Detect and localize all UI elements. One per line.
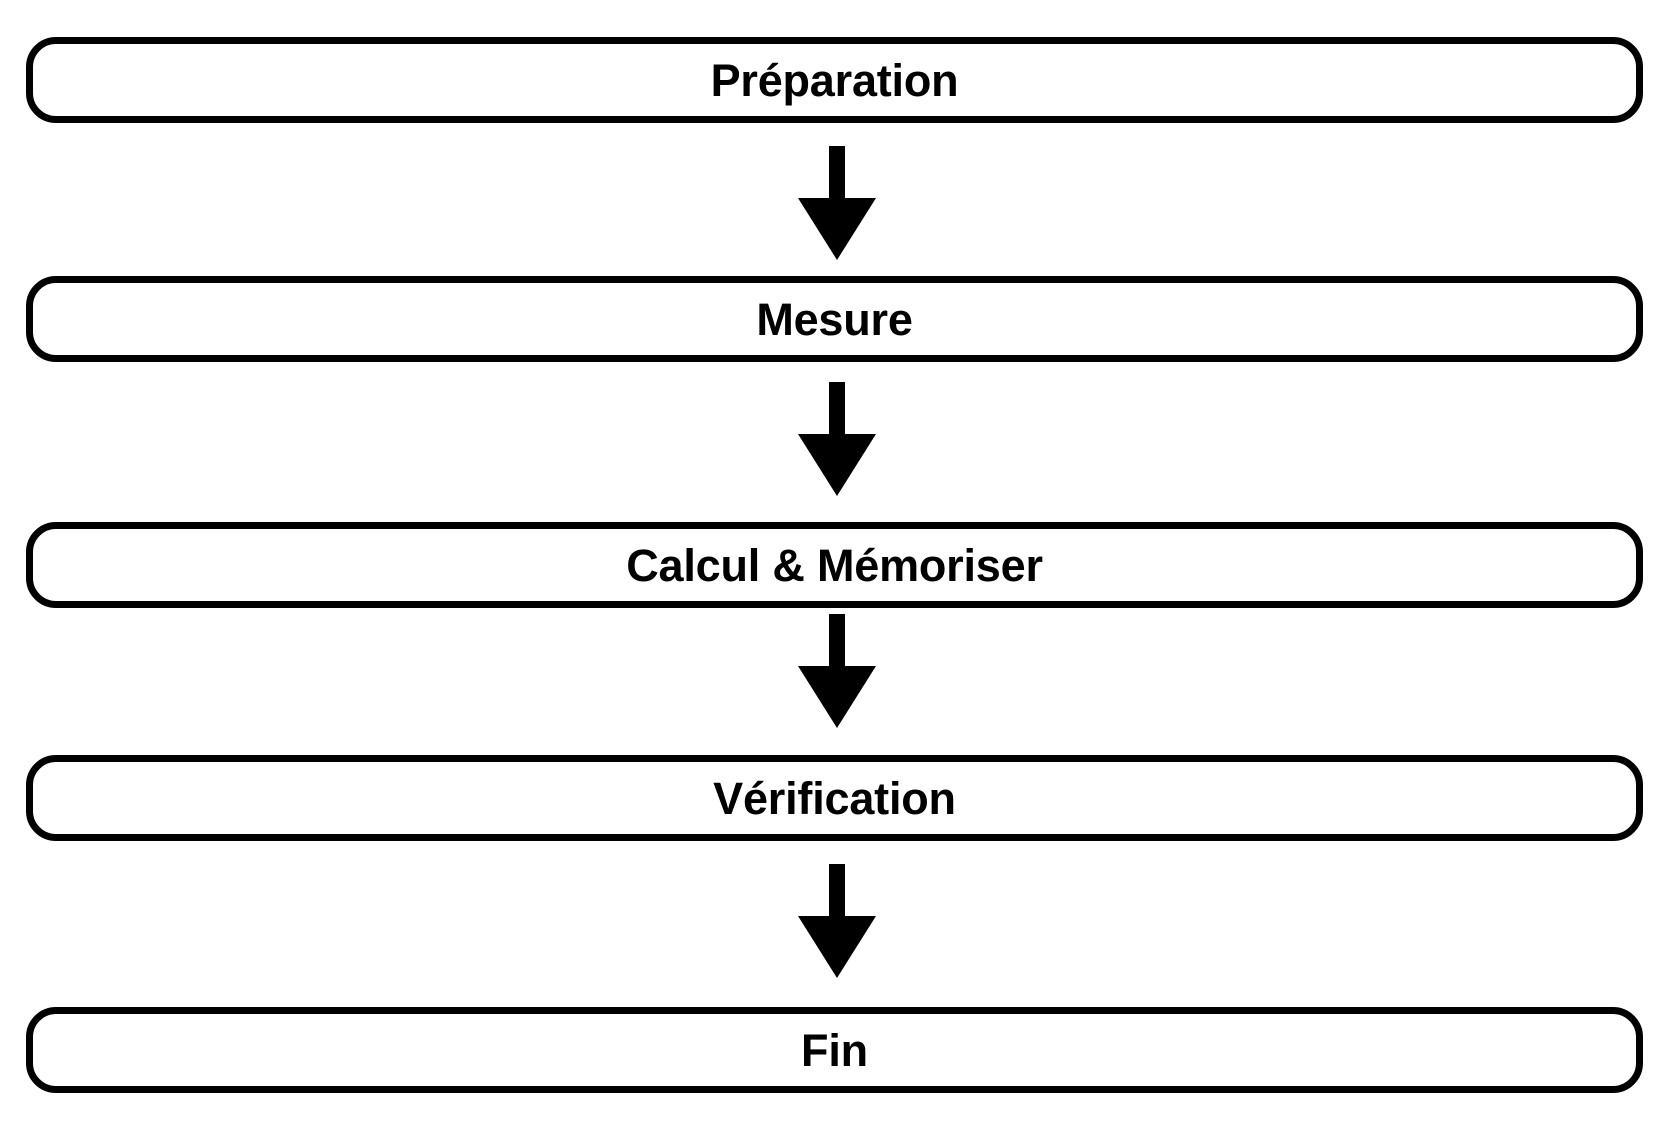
flow-node-label: Vérification [713,772,956,824]
flow-node-label: Calcul & Mémoriser [626,539,1043,591]
arrow-down-icon [798,382,876,496]
flow-node-fin[interactable]: Fin [26,1007,1643,1093]
flow-node-mesure[interactable]: Mesure [26,276,1643,362]
flow-edge-verification-fin [798,864,876,978]
arrow-down-icon [798,146,876,260]
arrow-down-icon [798,614,876,728]
flow-node-verification[interactable]: Vérification [26,755,1643,841]
flow-node-label: Mesure [756,293,913,345]
flow-edge-preparation-mesure [798,146,876,260]
flow-edge-mesure-calcul [798,382,876,496]
arrow-down-icon [798,864,876,978]
flow-node-label: Préparation [710,54,959,106]
flow-node-preparation[interactable]: Préparation [26,37,1643,123]
flow-node-label: Fin [801,1024,868,1076]
flow-edge-calcul-verification [798,614,876,728]
flow-node-calcul-memoriser[interactable]: Calcul & Mémoriser [26,522,1643,608]
